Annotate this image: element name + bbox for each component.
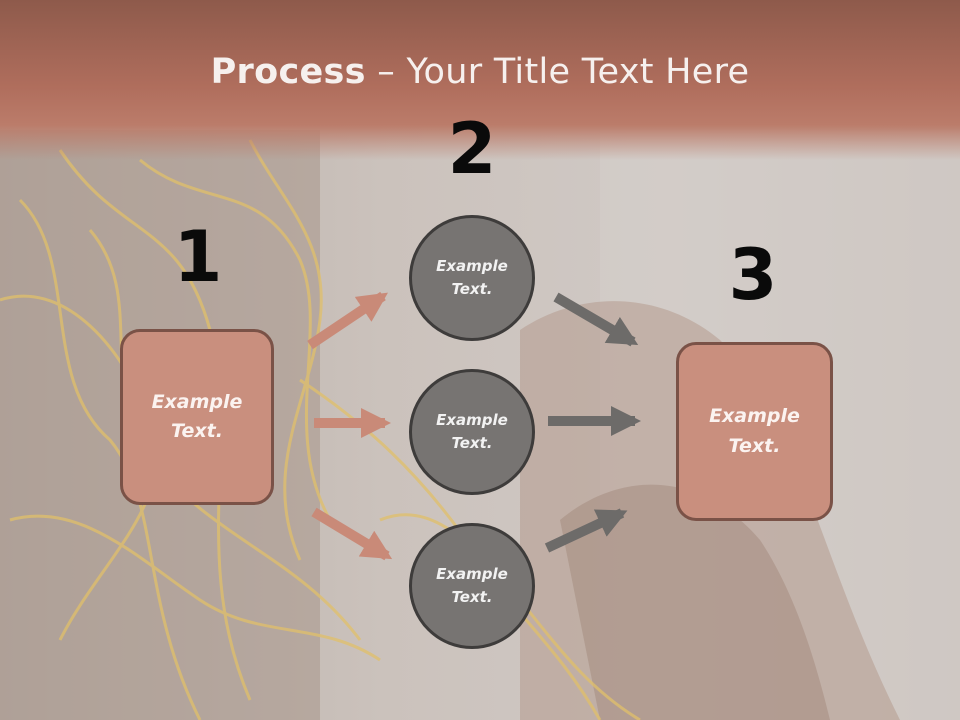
step-1-text: Example Text. <box>151 390 243 442</box>
step-2-circle-middle[interactable]: Example Text. <box>409 369 535 495</box>
circle-top-text: Example Text. <box>436 256 508 298</box>
step-number-1: 1 <box>173 216 223 298</box>
circle-middle-text: Example Text. <box>436 410 508 452</box>
arrow-circle-3-to-3 <box>544 508 628 553</box>
step-2-circle-bottom[interactable]: Example Text. <box>409 523 535 649</box>
arrow-1-to-circle-1 <box>307 291 388 350</box>
step-number-3: 3 <box>728 234 778 316</box>
title-bold: Process <box>210 52 366 92</box>
step-2-circle-top[interactable]: Example Text. <box>409 215 535 341</box>
title-rest: – Your Title Text Here <box>365 52 750 92</box>
arrow-circle-1-to-3 <box>553 292 639 347</box>
step-3-box[interactable]: Example Text. <box>676 342 833 521</box>
arrow-1-to-circle-3 <box>311 507 393 561</box>
circle-bottom-text: Example Text. <box>436 564 508 606</box>
step-number-2: 2 <box>447 108 497 190</box>
title-band <box>0 0 960 160</box>
step-3-text: Example Text. <box>709 405 800 457</box>
slide-title: Process – Your Title Text Here <box>0 52 960 92</box>
step-1-box[interactable]: Example Text. <box>120 329 274 505</box>
